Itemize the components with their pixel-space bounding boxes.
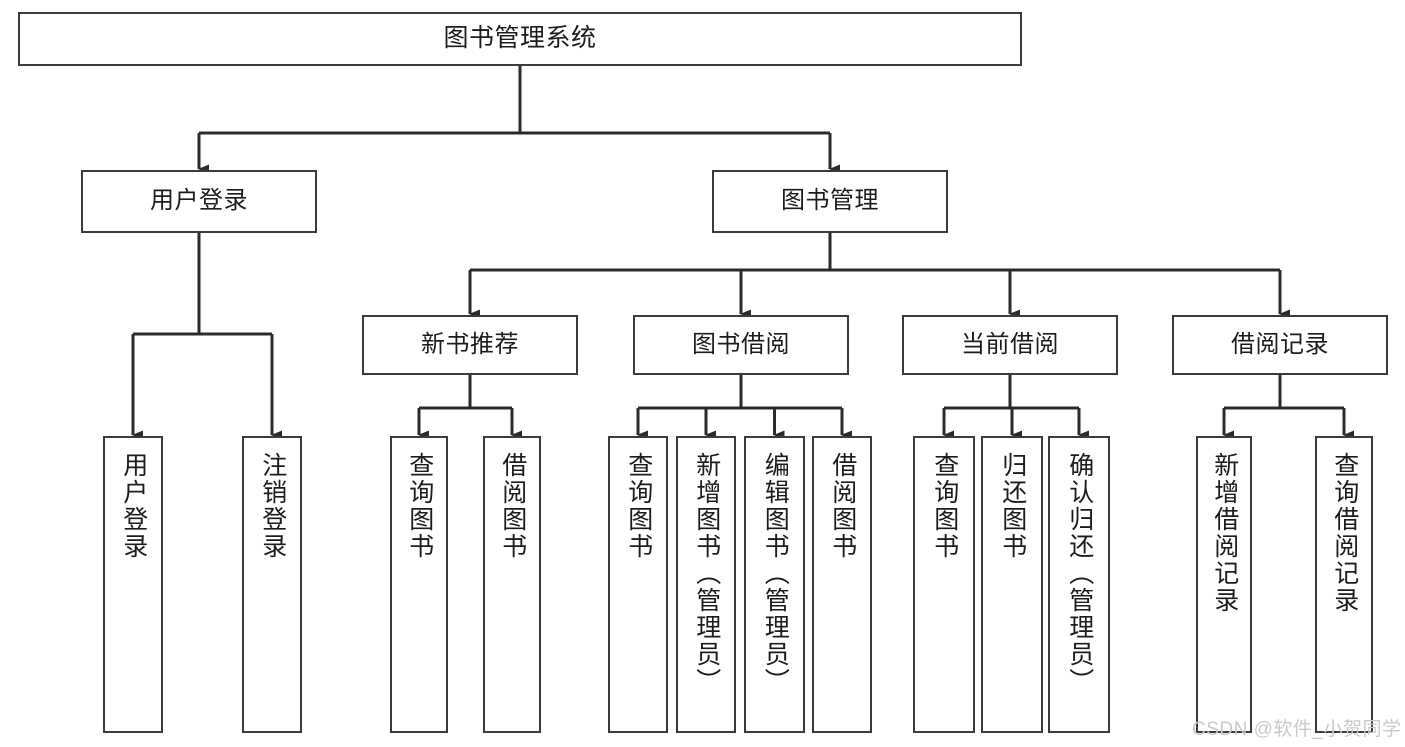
node-label: 新增借阅记录 bbox=[1210, 452, 1239, 614]
watermark-credit: CSDN @软件_小贺同学 bbox=[1192, 719, 1402, 740]
node-label: 图书借阅 bbox=[692, 330, 790, 358]
node-leaf-query-record[interactable]: 查询借阅记录 bbox=[1315, 436, 1373, 733]
node-user-login[interactable]: 用户登录 bbox=[81, 170, 317, 233]
node-label: 注销登录 bbox=[258, 452, 287, 560]
node-label: 借阅记录 bbox=[1231, 330, 1329, 358]
node-label: 查询借阅记录 bbox=[1330, 452, 1359, 614]
node-book-borrow[interactable]: 图书借阅 bbox=[633, 315, 849, 375]
node-leaf-query-book-3[interactable]: 查询图书 bbox=[913, 436, 975, 733]
node-label: 编辑图书（管理员） bbox=[761, 452, 790, 695]
node-label: 新增图书（管理员） bbox=[692, 452, 721, 695]
node-borrow-record[interactable]: 借阅记录 bbox=[1172, 315, 1388, 375]
node-label: 借阅图书 bbox=[828, 452, 857, 560]
node-label: 图书管理系统 bbox=[443, 24, 597, 53]
node-leaf-edit-book[interactable]: 编辑图书（管理员） bbox=[744, 436, 805, 733]
node-leaf-confirm-return[interactable]: 确认归还（管理员） bbox=[1048, 436, 1110, 733]
node-leaf-return-book[interactable]: 归还图书 bbox=[981, 436, 1043, 733]
node-label: 借阅图书 bbox=[498, 452, 527, 560]
node-current-borrow[interactable]: 当前借阅 bbox=[902, 315, 1118, 375]
node-label: 用户登录 bbox=[119, 452, 148, 560]
node-leaf-query-book-1[interactable]: 查询图书 bbox=[390, 436, 448, 733]
node-book-manage[interactable]: 图书管理 bbox=[712, 170, 948, 233]
node-new-book-rec[interactable]: 新书推荐 bbox=[362, 315, 578, 375]
edge-group bbox=[131, 66, 1354, 440]
node-leaf-user-login[interactable]: 用户登录 bbox=[103, 436, 163, 733]
node-leaf-borrow-book-1[interactable]: 借阅图书 bbox=[483, 436, 541, 733]
node-leaf-query-book-2[interactable]: 查询图书 bbox=[608, 436, 668, 733]
node-label: 用户登录 bbox=[150, 187, 248, 215]
node-label: 当前借阅 bbox=[961, 330, 1059, 358]
node-label: 确认归还（管理员） bbox=[1065, 452, 1094, 695]
node-root[interactable]: 图书管理系统 bbox=[18, 12, 1022, 66]
node-label: 新书推荐 bbox=[421, 330, 519, 358]
node-leaf-borrow-book-2[interactable]: 借阅图书 bbox=[812, 436, 872, 733]
node-label: 图书管理 bbox=[781, 187, 879, 215]
node-leaf-user-logout[interactable]: 注销登录 bbox=[242, 436, 302, 733]
node-label: 查询图书 bbox=[624, 452, 653, 560]
node-label: 查询图书 bbox=[405, 452, 434, 560]
node-label: 归还图书 bbox=[998, 452, 1027, 560]
node-leaf-add-record[interactable]: 新增借阅记录 bbox=[1196, 436, 1252, 733]
node-leaf-add-book[interactable]: 新增图书（管理员） bbox=[676, 436, 736, 733]
node-label: 查询图书 bbox=[930, 452, 959, 560]
